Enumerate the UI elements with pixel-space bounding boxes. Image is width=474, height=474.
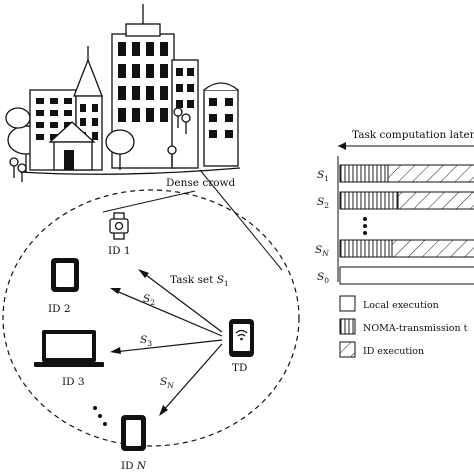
- tablet-n-icon: [121, 415, 146, 451]
- zoom-line-right: [199, 169, 283, 271]
- timeline-row-s1: [339, 164, 474, 183]
- timeline-row-s0: [339, 266, 474, 285]
- legend-noma-swatch: [339, 318, 356, 335]
- legend-id-label: ID execution: [363, 346, 424, 357]
- legend-local-label: Local execution: [363, 300, 439, 311]
- city-illustration: [5, 4, 241, 182]
- sn-label: SN: [160, 376, 174, 390]
- zoom-line-left: [102, 190, 196, 213]
- link-arrows: [113, 271, 223, 413]
- s2-row-label: S2: [317, 196, 329, 210]
- id1-label: ID 1: [108, 245, 131, 257]
- idn-label: ID N: [121, 460, 147, 472]
- s1-row-label: S1: [317, 169, 329, 183]
- legend: [339, 295, 356, 358]
- legend-local-swatch: [339, 295, 356, 312]
- s0-row-label: S0: [317, 271, 329, 285]
- row-ellipsis: [363, 217, 367, 235]
- timeline-row-sn: [339, 239, 474, 258]
- id2-label: ID 2: [48, 303, 71, 315]
- task-set-label: Task set S1: [170, 274, 229, 288]
- tablet-icon: [51, 258, 79, 292]
- coverage-area: [2, 189, 300, 447]
- laptop-icon: [34, 330, 104, 367]
- dense-crowd-label: Dense crowd: [166, 177, 236, 189]
- id3-label: ID 3: [62, 376, 85, 388]
- arrow-heads: [110, 269, 168, 416]
- device-ellipsis: [93, 406, 107, 426]
- legend-noma-label: NOMA-transmission t: [363, 323, 468, 334]
- phone-icon: [229, 319, 254, 357]
- sn-row-label: SN: [315, 244, 329, 258]
- latency-header: [337, 142, 474, 282]
- latency-header-label: Task computation latenc: [352, 129, 474, 141]
- timeline-row-s2: [339, 191, 474, 210]
- td-label: TD: [232, 362, 247, 374]
- legend-id-swatch: [339, 341, 356, 358]
- s2-label: S2: [143, 293, 155, 307]
- s3-label: S3: [140, 334, 152, 348]
- watch-icon: [109, 212, 129, 240]
